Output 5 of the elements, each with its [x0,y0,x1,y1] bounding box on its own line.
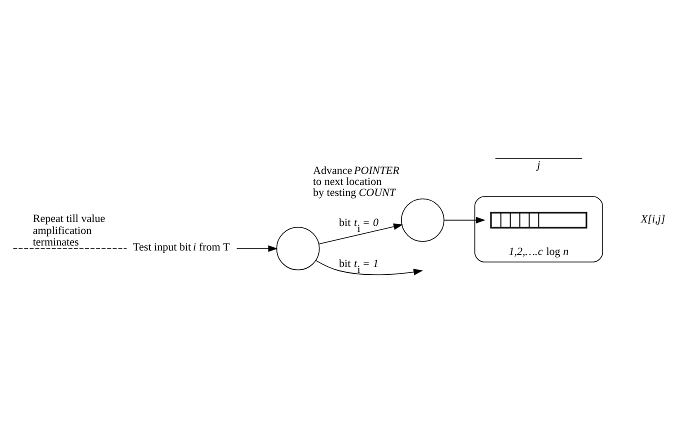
label: j [537,158,540,171]
node-label: Advance POINTER to next location by testing COUNT [313,164,400,198]
edge-label: Repeat till value amplification terminates [32,212,106,248]
node-label: X[i,j] [640,212,666,225]
node-text: Test input bit i from T [133,241,230,254]
